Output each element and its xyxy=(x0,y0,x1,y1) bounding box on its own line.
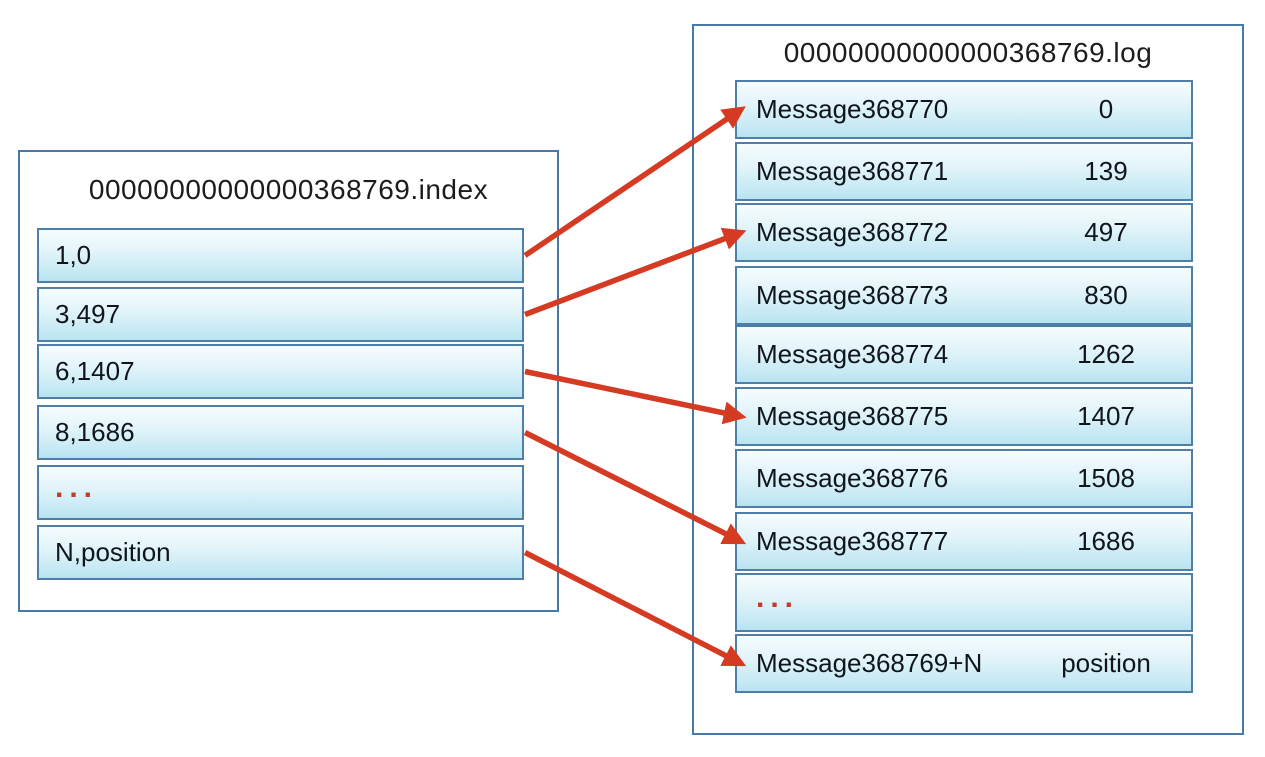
index-entry-label: 8,1686 xyxy=(55,417,135,447)
index-file-box: 00000000000000368769.index 1,0 3,497 6,1… xyxy=(18,150,559,612)
log-row: Message368773 830 xyxy=(735,266,1193,325)
log-row: Message368771 139 xyxy=(735,142,1193,201)
ellipsis-icon: ... xyxy=(55,470,99,504)
index-entry-list: 1,0 3,497 6,1407 8,1686 ... N,position xyxy=(37,228,524,580)
log-message-label: Message368773 xyxy=(756,280,949,310)
log-position-value: position xyxy=(1061,648,1151,678)
log-position-value: 1262 xyxy=(1077,339,1135,369)
log-row: Message368772 497 xyxy=(735,203,1193,262)
log-position-value: 1686 xyxy=(1077,526,1135,556)
log-message-list: Message368770 0 Message368771 139 Messag… xyxy=(735,80,1193,693)
log-position-value: 1508 xyxy=(1077,463,1135,493)
log-row: Message368774 1262 xyxy=(735,325,1193,384)
log-row: Message368777 1686 xyxy=(735,512,1193,571)
log-position-value: 0 xyxy=(1098,94,1114,124)
index-row: 8,1686 xyxy=(37,405,524,460)
log-row: Message368775 1407 xyxy=(735,387,1193,446)
log-file-title: 00000000000000368769.log xyxy=(783,37,1153,68)
index-entry-label: 1,0 xyxy=(55,240,92,270)
log-position-value: 830 xyxy=(1084,280,1128,310)
log-message-label: Message368776 xyxy=(756,463,949,493)
index-row: 1,0 xyxy=(37,228,524,283)
log-row: Message368769+N position xyxy=(735,634,1193,693)
log-message-label: Message368774 xyxy=(756,339,949,369)
index-entry-label: N,position xyxy=(55,537,171,567)
index-row-ellipsis: ... xyxy=(37,465,524,520)
log-position-value: 139 xyxy=(1084,156,1128,186)
index-entry-label: 3,497 xyxy=(55,299,121,329)
log-message-label: Message368769+N xyxy=(756,648,983,678)
log-message-label: Message368775 xyxy=(756,401,949,431)
log-position-value: 1407 xyxy=(1077,401,1135,431)
index-entry-label: 6,1407 xyxy=(55,356,135,386)
log-message-label: Message368777 xyxy=(756,526,949,556)
log-message-label: Message368770 xyxy=(756,94,949,124)
log-message-label: Message368771 xyxy=(756,156,949,186)
index-row: 3,497 xyxy=(37,287,524,342)
ellipsis-icon: ... xyxy=(756,580,800,614)
log-message-label: Message368772 xyxy=(756,217,949,247)
log-row: Message368770 0 xyxy=(735,80,1193,139)
log-row: Message368776 1508 xyxy=(735,449,1193,508)
log-file-box: 00000000000000368769.log Message368770 0… xyxy=(692,24,1244,735)
index-row: 6,1407 xyxy=(37,344,524,399)
log-row-ellipsis: ... xyxy=(735,573,1193,632)
log-position-value: 497 xyxy=(1084,217,1128,247)
index-row: N,position xyxy=(37,525,524,580)
index-file-title: 00000000000000368769.index xyxy=(88,174,489,205)
